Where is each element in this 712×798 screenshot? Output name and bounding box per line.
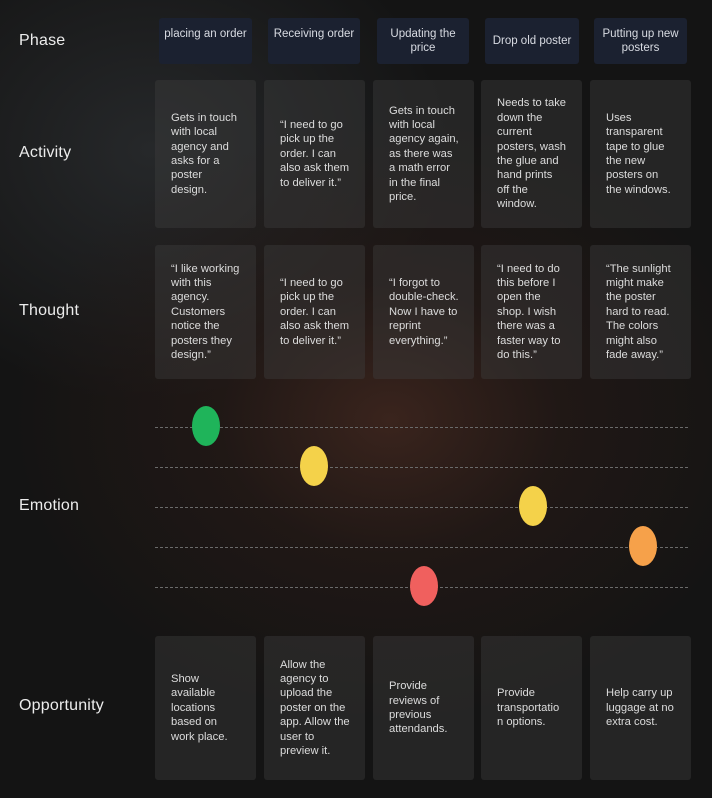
opportunity-card: Allow the agency to upload the poster on…	[264, 636, 365, 780]
activity-card: Needs to take down the current posters, …	[481, 80, 582, 228]
phase-header: Receiving order	[268, 18, 360, 64]
opportunity-text: Help carry up luggage at no extra cost.	[606, 687, 674, 729]
activity-text: Gets in touch with local agency again, a…	[389, 104, 459, 204]
emotion-level-line	[155, 547, 688, 548]
phase-header-label: Updating the price	[390, 28, 456, 54]
opportunity-card: Provide transportatio n options.	[481, 636, 582, 780]
emotion-level-line	[155, 467, 688, 468]
activity-text: “I need to go pick up the order. I can a…	[280, 118, 350, 189]
emotion-dot	[192, 406, 220, 446]
emotion-level-line	[155, 507, 688, 508]
opportunity-card: Show available locations based on work p…	[155, 636, 256, 780]
thought-card: “I forgot to double-check. Now I have to…	[373, 245, 474, 379]
thought-card: “I need to do this before I open the sho…	[481, 245, 582, 379]
emotion-dot	[629, 526, 657, 566]
opportunity-text: Provide transportatio n options.	[497, 687, 560, 729]
thought-card: “I need to go pick up the order. I can a…	[264, 245, 365, 379]
phase-header: Drop old poster	[485, 18, 579, 64]
phase-header: placing an order	[159, 18, 252, 64]
thought-text: “The sunlight might make the poster hard…	[606, 262, 671, 362]
phase-header-label: Putting up new posters	[602, 28, 679, 54]
opportunity-card: Help carry up luggage at no extra cost.	[590, 636, 691, 780]
activity-card: Gets in touch with local agency and asks…	[155, 80, 256, 228]
phase-header: Updating the price	[377, 18, 469, 64]
opportunity-text: Show available locations based on work p…	[171, 672, 228, 743]
activity-card: “I need to go pick up the order. I can a…	[264, 80, 365, 228]
emotion-level-line	[155, 427, 688, 428]
thought-text: “I need to go pick up the order. I can a…	[280, 276, 350, 347]
row-label-opportunity: Opportunity	[19, 697, 104, 714]
activity-card: Gets in touch with local agency again, a…	[373, 80, 474, 228]
opportunity-text: Allow the agency to upload the poster on…	[280, 658, 350, 758]
activity-text: Uses transparent tape to glue the new po…	[606, 111, 671, 196]
thought-card: “I like working with this agency. Custom…	[155, 245, 256, 379]
phase-header-label: Drop old poster	[492, 35, 572, 47]
phase-header-label: Receiving order	[273, 28, 355, 40]
thought-text: “I forgot to double-check. Now I have to…	[389, 276, 459, 347]
activity-text: Gets in touch with local agency and asks…	[171, 111, 237, 196]
thought-text: “I like working with this agency. Custom…	[171, 262, 240, 362]
emotion-dot	[519, 486, 547, 526]
row-label-thought: Thought	[19, 302, 80, 319]
activity-text: Needs to take down the current posters, …	[497, 97, 567, 211]
row-label-emotion: Emotion	[19, 497, 80, 514]
opportunity-text: Provide reviews of previous attendands.	[389, 680, 448, 736]
emotion-dot	[410, 566, 438, 606]
phase-header: Putting up new posters	[594, 18, 687, 64]
emotion-dot	[300, 446, 328, 486]
row-label-phase: Phase	[19, 32, 66, 49]
thought-text: “I need to do this before I open the sho…	[497, 262, 561, 362]
phase-header-label: placing an order	[164, 28, 247, 40]
activity-card: Uses transparent tape to glue the new po…	[590, 80, 691, 228]
thought-card: “The sunlight might make the poster hard…	[590, 245, 691, 379]
opportunity-card: Provide reviews of previous attendands.	[373, 636, 474, 780]
row-label-activity: Activity	[19, 144, 72, 161]
